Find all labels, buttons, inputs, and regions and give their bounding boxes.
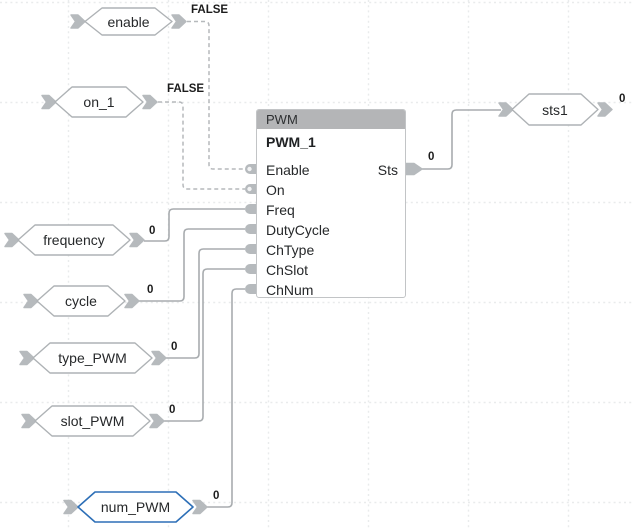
- block-pin-chslot[interactable]: [245, 264, 256, 274]
- tag-slotpwm-shape: [34, 405, 151, 437]
- tag-cycle-right-pin[interactable]: [124, 293, 140, 309]
- tag-slotpwm-label: slot_PWM: [60, 413, 125, 429]
- function-block-instance-name: PWM_1: [266, 134, 316, 150]
- tag-slotpwm-right-pin[interactable]: [149, 413, 165, 429]
- tag-sts1[interactable]: sts1: [512, 94, 598, 125]
- tag-enable-left-pin[interactable]: [70, 14, 86, 29]
- block-pin-chnum[interactable]: [245, 284, 256, 294]
- tag-enable-shape: [84, 7, 173, 36]
- tag-on1-shape: [54, 86, 144, 118]
- tag-sts1-right-pin[interactable]: [597, 102, 613, 117]
- block-input-label-chslot: ChSlot: [266, 262, 309, 278]
- block-input-label-freq: Freq: [266, 202, 295, 218]
- tag-typepwm-right-pin[interactable]: [151, 350, 167, 366]
- function-block-type-header: PWM: [257, 110, 405, 129]
- wire-sts-to-sts1[interactable]: [422, 109, 501, 170]
- value-frequency: 0: [149, 225, 156, 237]
- tag-typepwm-left-pin[interactable]: [19, 350, 35, 366]
- block-input-label-on: On: [266, 182, 285, 198]
- tag-typepwm-shape: [32, 342, 153, 374]
- wire-enable-to-block[interactable]: [187, 20, 245, 170]
- tag-cycle-shape: [36, 285, 126, 317]
- block-pin-on-bool-dot: [247, 186, 252, 192]
- tag-cycle[interactable]: cycle: [37, 286, 125, 316]
- value-enable: FALSE: [191, 4, 229, 16]
- tag-sts1-shape: [511, 93, 599, 126]
- block-input-label-chnum: ChNum: [266, 282, 314, 298]
- wire-numpwm-to-chnum[interactable]: [206, 288, 245, 508]
- wire-frequency-to-freq[interactable]: [144, 208, 245, 242]
- tag-typepwm-label: type_PWM: [58, 350, 127, 366]
- tag-frequency-left-pin[interactable]: [4, 232, 20, 248]
- tag-on1-label: on_1: [83, 94, 115, 110]
- wire-cycle-to-dutycycle[interactable]: [139, 228, 245, 302]
- tag-on1[interactable]: on_1: [55, 87, 143, 117]
- tag-frequency-right-pin[interactable]: [129, 232, 145, 248]
- block-pin-dutycycle[interactable]: [245, 224, 256, 234]
- tag-enable[interactable]: enable: [85, 8, 172, 35]
- value-typepwm: 0: [171, 341, 178, 353]
- tag-numpwm-left-pin[interactable]: [63, 499, 79, 515]
- tag-on1-left-pin[interactable]: [41, 94, 57, 110]
- block-pin-freq[interactable]: [245, 204, 256, 214]
- block-input-label-dutycycle: DutyCycle: [266, 222, 330, 238]
- tag-cycle-left-pin[interactable]: [23, 293, 39, 309]
- tag-numpwm-shape: [77, 491, 194, 523]
- tag-enable-label: enable: [107, 13, 150, 30]
- tag-on1-right-pin[interactable]: [142, 94, 158, 110]
- value-sts1: 0: [619, 93, 626, 105]
- block-input-label-chtype: ChType: [266, 242, 315, 258]
- block-input-label-enable: Enable: [266, 162, 310, 178]
- tag-numpwm[interactable]: num_PWM: [78, 492, 193, 522]
- function-block-pwm[interactable]: PWM PWM_1 Enable On Freq DutyCycle ChTyp…: [256, 109, 406, 298]
- wire-typepwm-to-chtype[interactable]: [165, 248, 245, 359]
- tag-enable-right-pin[interactable]: [171, 14, 187, 29]
- tag-sts1-label: sts1: [542, 101, 568, 118]
- value-slotpwm: 0: [169, 404, 176, 416]
- block-pin-sts[interactable]: [405, 162, 423, 176]
- wire-slotpwm-to-chslot[interactable]: [163, 268, 245, 422]
- tag-slotpwm-left-pin[interactable]: [21, 413, 37, 429]
- block-pin-enable-bool-dot: [247, 166, 252, 172]
- tag-frequency[interactable]: frequency: [18, 225, 130, 255]
- value-sts-pin: 0: [428, 151, 435, 163]
- tag-frequency-label: frequency: [43, 232, 105, 248]
- tag-numpwm-label: num_PWM: [100, 499, 171, 515]
- block-pin-chtype[interactable]: [245, 244, 256, 254]
- tag-numpwm-right-pin[interactable]: [192, 499, 208, 515]
- tag-cycle-label: cycle: [65, 293, 97, 309]
- value-on1: FALSE: [167, 83, 205, 95]
- tag-sts1-left-pin[interactable]: [498, 102, 514, 117]
- block-output-label-sts: Sts: [377, 162, 398, 178]
- wire-on1-to-block[interactable]: [158, 101, 245, 190]
- tag-slotpwm[interactable]: slot_PWM: [35, 406, 150, 436]
- value-cycle: 0: [147, 284, 154, 296]
- value-numpwm: 0: [213, 490, 220, 502]
- tag-frequency-shape: [17, 224, 131, 256]
- tag-typepwm[interactable]: type_PWM: [33, 343, 152, 373]
